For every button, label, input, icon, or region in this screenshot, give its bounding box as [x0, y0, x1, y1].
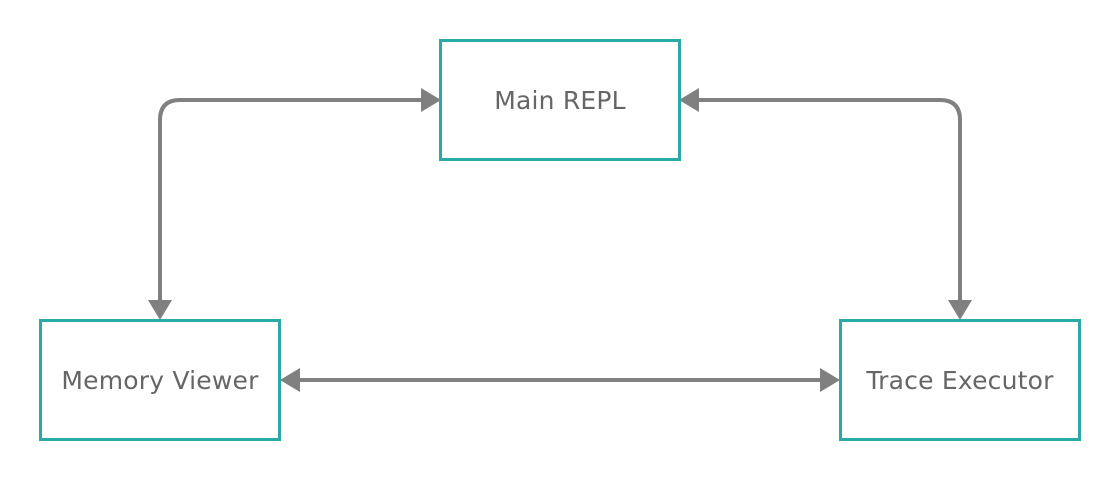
arrowhead-into-memory-right: [280, 368, 300, 392]
node-memory-viewer[interactable]: Memory Viewer: [39, 319, 281, 441]
node-trace-executor-label: Trace Executor: [866, 365, 1054, 395]
node-trace-executor[interactable]: Trace Executor: [839, 319, 1081, 441]
node-memory-viewer-label: Memory Viewer: [61, 365, 259, 395]
arrowhead-into-main-right: [679, 88, 699, 112]
arrowhead-into-trace-top: [948, 300, 972, 320]
node-main-repl-label: Main REPL: [494, 85, 626, 115]
connector-main-to-memory: [158, 98, 426, 304]
node-main-repl[interactable]: Main REPL: [439, 39, 681, 161]
connector-main-to-trace: [694, 98, 962, 304]
arrowhead-into-trace-left: [820, 368, 840, 392]
arrowhead-into-memory-top: [148, 300, 172, 320]
arrowhead-into-main-left: [421, 88, 441, 112]
